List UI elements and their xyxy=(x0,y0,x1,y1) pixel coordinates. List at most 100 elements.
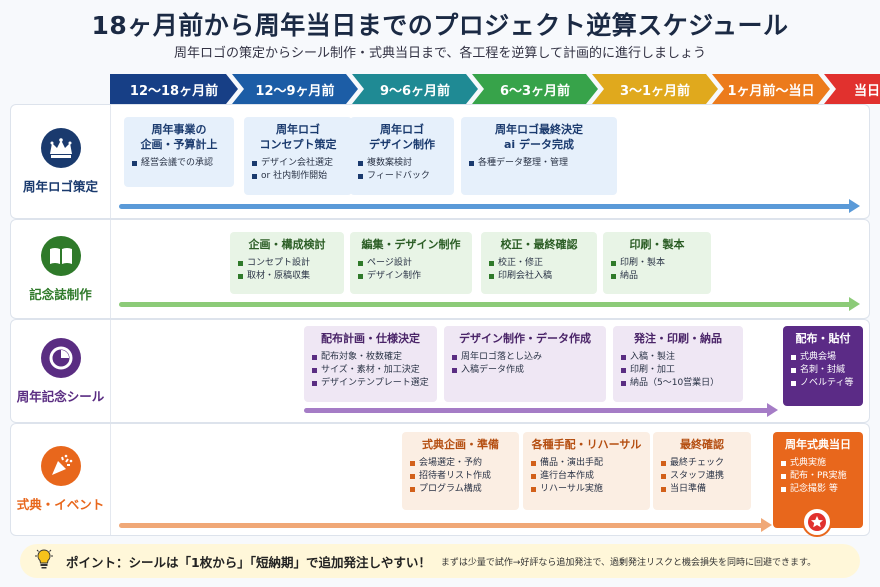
phase-4: 6〜3ヶ月前 xyxy=(472,74,598,104)
card-item-list: ページ設計デザイン制作 xyxy=(358,257,464,283)
row-seal: 周年記念シール 配布計画・仕様決定配布対象・枚数確定サイズ・素材・加工決定デザイ… xyxy=(10,319,870,423)
card-item-list: 複数案検討フィードバック xyxy=(358,157,446,183)
card-item: 経営会議での承認 xyxy=(132,157,226,170)
card-title: 周年事業の 企画・予算計上 xyxy=(140,123,218,151)
card-item-list: 各種データ整理・管理 xyxy=(469,157,609,170)
card-logo-4: 周年ロゴ最終決定 ai データ完成各種データ整理・管理 xyxy=(461,117,617,195)
card-event-1: 式典企画・準備会場選定・予約招待者リスト作成プログラム構成 xyxy=(402,432,519,510)
card-item: 式典会場 xyxy=(791,351,855,364)
card-item-list: 入稿・製注印刷・加工納品（5〜10営業日） xyxy=(621,351,735,390)
row-title: 周年ロゴ策定 xyxy=(22,179,98,194)
book-icon xyxy=(40,235,81,276)
card-item: 式典実施 xyxy=(781,457,855,470)
card-title: 配布計画・仕様決定 xyxy=(321,332,420,345)
card-item: or 社内制作開始 xyxy=(252,170,344,183)
point-sub-text: まずは少量で試作→好評なら追加発注で、過剰発注リスクと機会損失を同時に回避できま… xyxy=(440,557,817,568)
card-event-3: 最終確認最終チェックスタッフ連携当日準備 xyxy=(653,432,751,510)
row-label-logo: 周年ロゴ策定 xyxy=(11,105,111,218)
row-title: 記念誌制作 xyxy=(29,286,92,302)
card-event-2: 各種手配・リハーサル備品・演出手配進行台本作成リハーサル実施 xyxy=(523,432,650,510)
phase-1: 12〜18ヶ月前 xyxy=(110,74,238,104)
card-item-list: 式典実施配布・PR実施記念撮影 等 xyxy=(781,457,855,496)
card-item: スタッフ連携 xyxy=(661,470,743,483)
card-item: リハーサル実施 xyxy=(531,483,642,496)
card-title: 周年ロゴ デザイン制作 xyxy=(369,123,435,151)
point-banner: ポイント：シールは「1枚から」「短納期」で追加発注しやすい！ まずは少量で試作→… xyxy=(20,544,860,578)
card-item: 取材・原稿収集 xyxy=(238,270,336,283)
card-item: 会場選定・予約 xyxy=(410,457,511,470)
card-item: ノベルティ等 xyxy=(791,377,855,390)
card-item: フィードバック xyxy=(358,170,446,183)
phase-3: 9〜6ヶ月前 xyxy=(352,74,478,104)
row-logo: 周年ロゴ策定 周年事業の 企画・予算計上経営会議での承認 周年ロゴ コンセプト策… xyxy=(10,104,870,219)
arrow-logo xyxy=(119,199,860,213)
card-magazine-4: 印刷・製本印刷・製本納品 xyxy=(603,232,711,294)
card-item: 名刺・封緘 xyxy=(791,364,855,377)
card-item: プログラム構成 xyxy=(410,483,511,496)
card-title: 最終確認 xyxy=(680,438,724,451)
crown-icon xyxy=(40,128,81,168)
card-item: 印刷・製本 xyxy=(611,257,703,270)
card-item: 配布対象・枚数確定 xyxy=(312,351,429,364)
card-item-list: 印刷・製本納品 xyxy=(611,257,703,283)
card-title: 周年ロゴ最終決定 ai データ完成 xyxy=(495,123,583,151)
card-seal-2: デザイン制作・データ作成周年ロゴ落とし込み入稿データ作成 xyxy=(444,326,606,402)
row-label-seal: 周年記念シール xyxy=(11,320,111,422)
card-item: 印刷会社入稿 xyxy=(489,270,589,283)
card-title: 式典企画・準備 xyxy=(422,438,499,451)
page-subtitle: 周年ロゴの策定からシール制作・式典当日まで、各工程を逆算して計画的に進行しましょ… xyxy=(173,46,707,61)
card-item: 記念撮影 等 xyxy=(781,483,855,496)
card-title: デザイン制作・データ作成 xyxy=(459,332,591,345)
arrow-event xyxy=(119,518,772,532)
lightbulb-icon xyxy=(34,548,54,574)
card-item-list: 備品・演出手配進行台本作成リハーサル実施 xyxy=(531,457,642,496)
card-seal-4: 配布・貼付式典会場名刺・封緘ノベルティ等 xyxy=(783,326,863,406)
card-item: 各種データ整理・管理 xyxy=(469,157,609,170)
card-title: 各種手配・リハーサル xyxy=(531,438,642,451)
party-popper-icon xyxy=(40,446,81,486)
arrow-seal xyxy=(304,403,778,417)
row-event: 式典・イベント 式典企画・準備会場選定・予約招待者リスト作成プログラム構成 各種… xyxy=(10,423,870,537)
card-item: 納品 xyxy=(611,270,703,283)
card-logo-3: 周年ロゴ デザイン制作複数案検討フィードバック xyxy=(350,117,454,195)
card-magazine-3: 校正・最終確認校正・修正印刷会社入稿 xyxy=(481,232,597,294)
card-item: 周年ロゴ落とし込み xyxy=(452,351,598,364)
card-item-list: コンセプト設計取材・原稿収集 xyxy=(238,257,336,283)
card-item: 進行台本作成 xyxy=(531,470,642,483)
card-item-list: 会場選定・予約招待者リスト作成プログラム構成 xyxy=(410,457,511,496)
row-magazine: 記念誌制作 企画・構成検討コンセプト設計取材・原稿収集 編集・デザイン制作ページ… xyxy=(10,219,870,319)
page-title: 18ヶ月前から周年当日までのプロジェクト逆算スケジュール xyxy=(91,11,789,40)
card-item: 最終チェック xyxy=(661,457,743,470)
row-title: 周年記念シール xyxy=(16,388,105,404)
card-item: 備品・演出手配 xyxy=(531,457,642,470)
seal-icon xyxy=(40,337,81,378)
card-item-list: 校正・修正印刷会社入稿 xyxy=(489,257,589,283)
card-item: 当日準備 xyxy=(661,483,743,496)
card-title: 校正・最終確認 xyxy=(500,238,578,251)
card-title: 周年式典当日 xyxy=(785,438,851,451)
card-item: 複数案検討 xyxy=(358,157,446,170)
card-item-list: 最終チェックスタッフ連携当日準備 xyxy=(661,457,743,496)
card-item: ページ設計 xyxy=(358,257,464,270)
card-title: 印刷・製本 xyxy=(629,238,685,251)
card-item: デザイン制作 xyxy=(358,270,464,283)
card-item: 印刷・加工 xyxy=(621,364,735,377)
point-main-text: ポイント：シールは「1枚から」「短納期」で追加発注しやすい！ xyxy=(66,554,431,570)
card-title: 配布・貼付 xyxy=(795,332,851,345)
card-title: 周年ロゴ コンセプト策定 xyxy=(259,123,337,151)
row-label-magazine: 記念誌制作 xyxy=(11,220,111,318)
card-item: コンセプト設計 xyxy=(238,257,336,270)
card-title: 編集・デザイン制作 xyxy=(361,238,461,251)
phase-5: 3〜1ヶ月前 xyxy=(592,74,718,104)
card-item-list: 周年ロゴ落とし込み入稿データ作成 xyxy=(452,351,598,377)
card-item: 納品（5〜10営業日） xyxy=(621,377,735,390)
row-label-event: 式典・イベント xyxy=(11,424,111,535)
phase-7: 当日 xyxy=(824,74,880,104)
card-seal-1: 配布計画・仕様決定配布対象・枚数確定サイズ・素材・加工決定デザインテンプレート選… xyxy=(304,326,437,402)
card-magazine-1: 企画・構成検討コンセプト設計取材・原稿収集 xyxy=(230,232,344,294)
phase-2: 12〜9ヶ月前 xyxy=(232,74,358,104)
card-title: 企画・構成検討 xyxy=(248,238,326,251)
